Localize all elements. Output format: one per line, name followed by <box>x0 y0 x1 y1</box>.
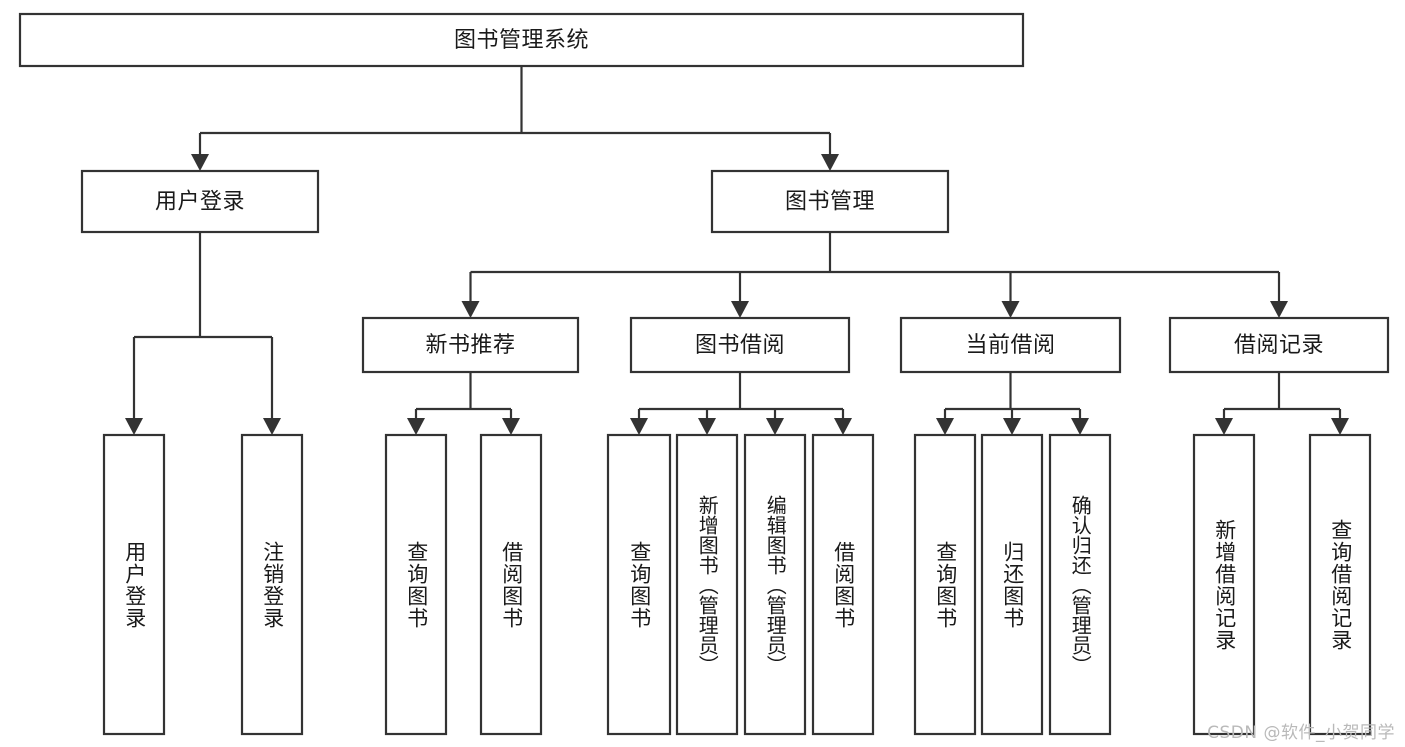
node-l3-1[interactable]: 图书借阅 <box>629 316 851 374</box>
edge-l3-record-arrow-1 <box>1331 418 1349 435</box>
node-l3-0[interactable]: 新书推荐 <box>361 316 580 374</box>
node-l3-1-label: 图书借阅 <box>695 333 785 358</box>
edge-l2-login-arrow-0 <box>125 418 143 435</box>
edge-root-arrow-1 <box>821 154 839 171</box>
edge-l2-books-arrow-0 <box>461 301 480 318</box>
node-leaf-0-rect[interactable] <box>102 433 166 736</box>
edge-root-arrow-0 <box>191 154 209 171</box>
node-leaf-5-rect[interactable] <box>675 433 739 736</box>
node-l3-2[interactable]: 当前借阅 <box>899 316 1122 374</box>
node-l3-1-rect[interactable] <box>629 316 851 374</box>
node-l2-0[interactable]: 用户登录 <box>80 169 320 234</box>
node-leaf-4-rect[interactable] <box>606 433 672 736</box>
node-l2-1-label: 图书管理 <box>785 190 875 215</box>
node-leaf-9-rect[interactable] <box>980 433 1044 736</box>
node-leaf-8-rect[interactable] <box>913 433 977 736</box>
node-l3-3-label: 借阅记录 <box>1234 333 1324 358</box>
node-leaf-2[interactable] <box>384 433 448 736</box>
node-l3-2-rect[interactable] <box>899 316 1122 374</box>
node-root[interactable]: 图书管理系统 <box>18 12 1025 68</box>
node-l3-0-label: 新书推荐 <box>425 333 515 358</box>
edge-l3-record-arrow-0 <box>1215 418 1233 435</box>
node-leaf-7[interactable] <box>811 433 875 736</box>
node-leaf-8[interactable] <box>913 433 977 736</box>
node-leaf-7-rect[interactable] <box>811 433 875 736</box>
edge-l3-borrow-arrow-1 <box>698 418 716 435</box>
node-leaf-5[interactable] <box>675 433 739 736</box>
node-leaf-10-rect[interactable] <box>1048 433 1112 736</box>
edge-l2-books-arrow-1 <box>731 301 749 318</box>
node-l2-0-rect[interactable] <box>80 169 320 234</box>
node-leaf-11-rect[interactable] <box>1192 433 1256 736</box>
node-l2-0-label: 用户登录 <box>155 190 245 215</box>
node-l3-2-label: 当前借阅 <box>965 333 1055 358</box>
node-leaf-10[interactable] <box>1048 433 1112 736</box>
node-leaf-9[interactable] <box>980 433 1044 736</box>
node-leaf-3[interactable] <box>479 433 543 736</box>
watermark: CSDN @软件_小贺同学 <box>1207 723 1395 743</box>
node-l2-1[interactable]: 图书管理 <box>710 169 950 234</box>
edge-l3-current-arrow-1 <box>1003 418 1021 435</box>
node-l3-0-rect[interactable] <box>361 316 580 374</box>
node-root-rect[interactable] <box>18 12 1025 68</box>
node-leaf-0[interactable] <box>102 433 166 736</box>
node-l2-1-rect[interactable] <box>710 169 950 234</box>
node-root-label: 图书管理系统 <box>454 28 589 53</box>
node-l3-3-rect[interactable] <box>1168 316 1390 374</box>
edges-layer <box>125 66 1349 435</box>
node-leaf-2-rect[interactable] <box>384 433 448 736</box>
node-leaf-12-rect[interactable] <box>1308 433 1372 736</box>
node-leaf-6-rect[interactable] <box>743 433 807 736</box>
node-leaf-3-rect[interactable] <box>479 433 543 736</box>
node-leaf-4[interactable] <box>606 433 672 736</box>
edge-l2-books-arrow-3 <box>1270 301 1288 318</box>
node-leaf-12[interactable] <box>1308 433 1372 736</box>
node-l3-3[interactable]: 借阅记录 <box>1168 316 1390 374</box>
edge-l2-login-arrow-1 <box>263 418 281 435</box>
edge-l3-borrow-arrow-0 <box>630 418 648 435</box>
edge-l3-borrow-arrow-2 <box>766 418 784 435</box>
edge-l2-books-arrow-2 <box>1001 301 1020 318</box>
node-leaf-1-rect[interactable] <box>240 433 304 736</box>
edge-l3-newbook-arrow-1 <box>502 418 520 435</box>
edge-l3-borrow-arrow-3 <box>834 418 852 435</box>
edge-l3-current-arrow-2 <box>1071 418 1089 435</box>
node-leaf-6[interactable] <box>743 433 807 736</box>
edge-l3-newbook-arrow-0 <box>407 418 425 435</box>
node-leaf-1[interactable] <box>240 433 304 736</box>
edge-l3-current-arrow-0 <box>936 418 954 435</box>
node-leaf-11[interactable] <box>1192 433 1256 736</box>
